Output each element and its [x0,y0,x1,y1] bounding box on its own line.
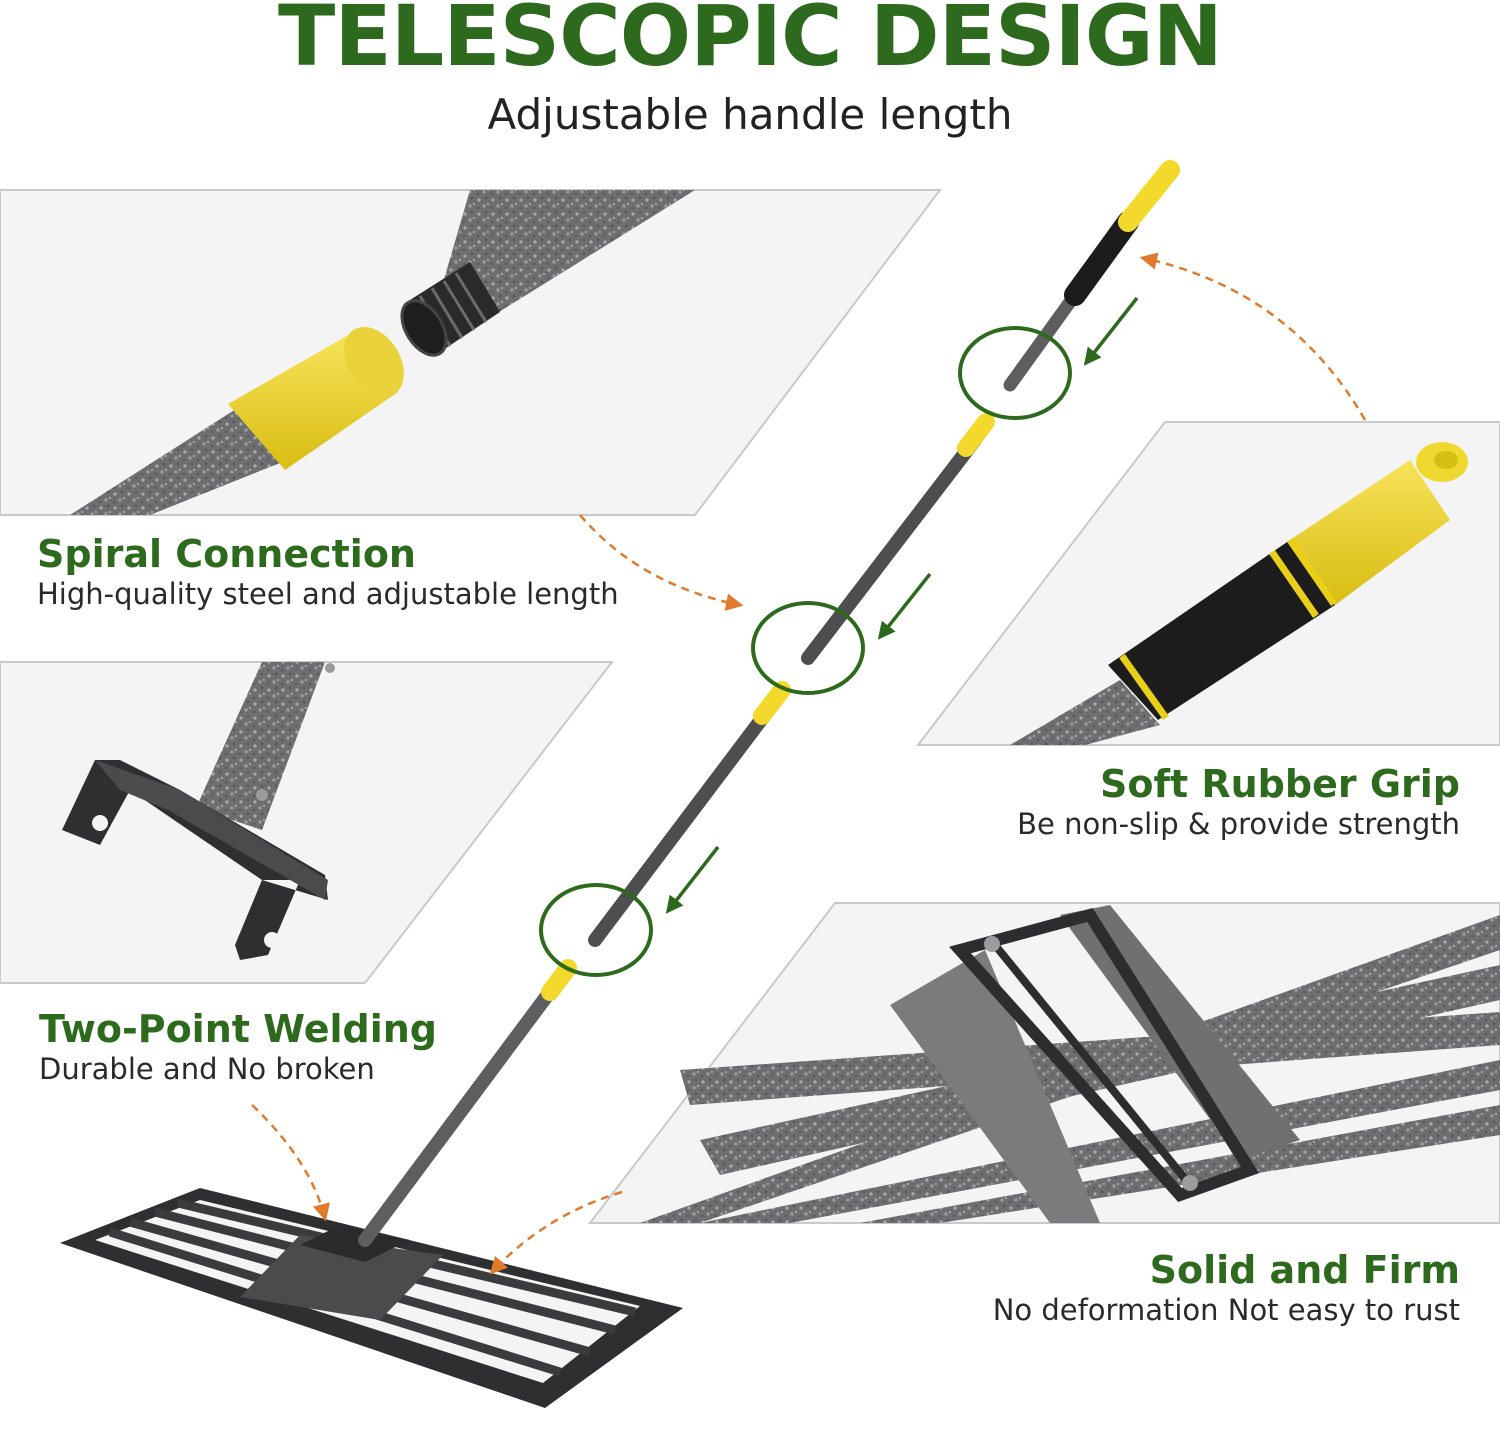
feature-solid-and-firm: Solid and Firm No deformation Not easy t… [992,1248,1460,1329]
feature-description: High-quality steel and adjustable length [37,576,619,611]
rotation-indicator-icon [539,326,1072,977]
feature-soft-rubber-grip: Soft Rubber Grip Be non-slip & provide s… [1017,762,1460,843]
callout-arrows [251,252,1367,1275]
page-title: TELESCOPIC DESIGN [278,0,1223,85]
feature-description: No deformation Not easy to rust [992,1292,1460,1327]
feature-title: Two-Point Welding [39,1007,437,1051]
pole-with-yellow-sleeve [70,326,404,515]
leveling-rake-base [60,1188,683,1408]
feature-description: Be non-slip & provide strength [1017,806,1460,841]
feature-title: Spiral Connection [37,532,416,576]
handle-segment-upper [801,413,995,665]
feature-two-point-welding: Two-Point Welding Durable and No broken [39,1007,437,1088]
handle-segment-grip [1003,160,1180,392]
solid-and-firm-panel [587,902,1500,1224]
feature-title: Soft Rubber Grip [1099,762,1460,806]
feature-spiral-connection: Spiral Connection High-quality steel and… [37,532,619,613]
spiral-connection-panel [0,189,943,516]
soft-rubber-grip-panel [915,421,1500,746]
page-subtitle: Adjustable handle length [487,90,1013,139]
feature-title: Solid and Firm [1149,1248,1460,1292]
handle-segment-middle [588,681,791,947]
two-point-welding-panel [0,661,615,984]
handle-segment-lower [358,959,577,1247]
lawn-leveler-product [60,160,1180,1408]
threaded-pole-end [400,190,695,357]
insert-direction-arrow-icon [665,296,1139,914]
feature-description: Durable and No broken [39,1051,375,1086]
